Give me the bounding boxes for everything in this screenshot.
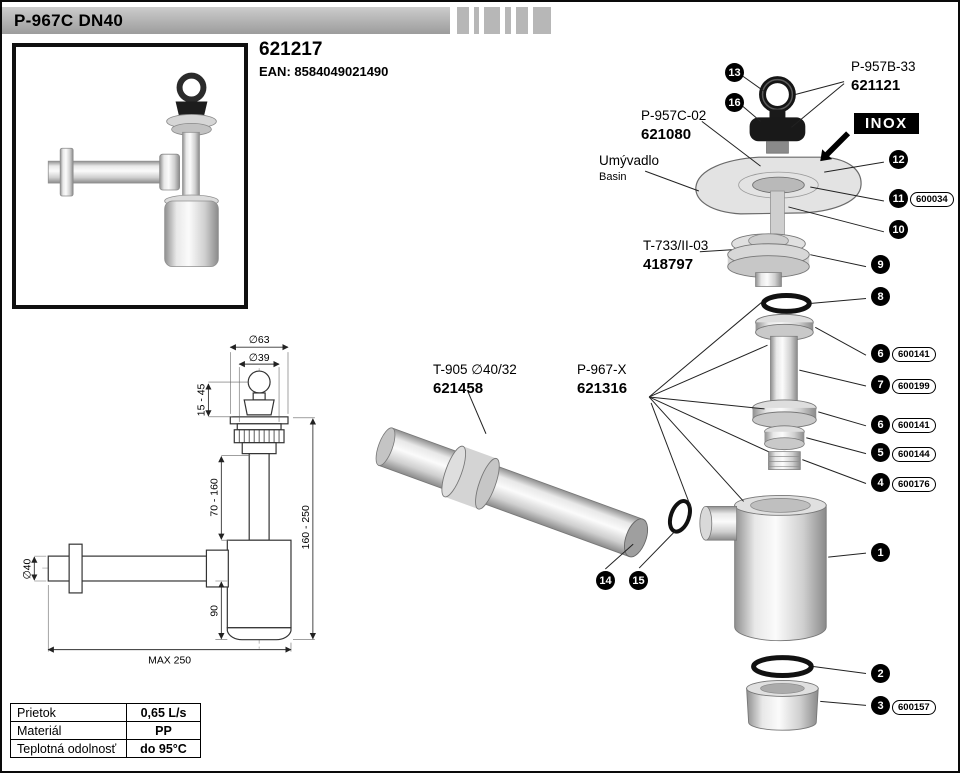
spec-label: Teplotná odolnosť: [10, 739, 127, 758]
product-code: 621217: [259, 39, 323, 60]
part-code: 621458: [433, 379, 484, 397]
part-code-box-600199: 600199: [892, 379, 936, 394]
basin-local-name: Umývadlo: [599, 153, 660, 168]
header-bar: P-967C DN40: [2, 7, 450, 34]
spec-label: Prietok: [10, 703, 127, 722]
product-code-block: 621217 EAN: 8584049021490: [259, 39, 388, 79]
part-code: 621316: [577, 379, 628, 397]
label-t905: T-905 ∅40/32 621458: [433, 361, 517, 398]
o-ring-2: [751, 655, 814, 678]
callout-7: 7: [871, 375, 890, 394]
part-code: 621080: [641, 125, 692, 143]
plug-ring-part: [749, 76, 806, 154]
callout-12: 12: [889, 150, 908, 169]
spec-value: 0,65 L/s: [126, 703, 201, 722]
label-p957c02: P-957C-02 621080: [641, 107, 706, 144]
part-name: P-957B-33: [851, 59, 916, 74]
dim-pipe-diameter: ∅40: [22, 559, 33, 580]
part-code: 418797: [643, 255, 694, 273]
label-p967x: P-967-X 621316: [577, 361, 627, 398]
label-p957b33: P-957B-33 621121: [851, 58, 916, 95]
label-basin: Umývadlo Basin: [599, 152, 659, 184]
callout-2: 2: [871, 664, 890, 683]
header-stripe: [484, 7, 500, 34]
part-code-box-600141a: 600141: [892, 347, 936, 362]
product-photo-frame: [12, 43, 248, 309]
part-code-box-600157: 600157: [892, 700, 936, 715]
product-photo-drawing: [47, 72, 219, 268]
header-stripe: [533, 7, 551, 34]
callout-14: 14: [596, 571, 615, 590]
dim-body-height: 90: [209, 605, 220, 617]
header-stripe: [505, 7, 511, 34]
callout-8: 8: [871, 287, 890, 306]
dim-top-outer: ∅63: [249, 335, 270, 346]
table-row: Teplotná odolnosť do 95°C: [10, 739, 201, 758]
header-stripe: [516, 7, 528, 34]
inox-arrow: [820, 131, 851, 162]
part-name: P-967-X: [577, 362, 627, 377]
bottom-nut-part: [746, 680, 819, 731]
callout-11: 11: [889, 189, 908, 208]
label-t733: T-733/II-03 418797: [643, 237, 708, 274]
callout-4: 4: [871, 473, 890, 492]
dim-top-inner: ∅39: [249, 353, 270, 364]
header-stripe: [457, 7, 469, 34]
page-title: P-967C DN40: [14, 10, 124, 30]
part-code-box-600176: 600176: [892, 477, 936, 492]
wall-pipe-part: [375, 427, 649, 558]
dim-plug-travel: 15 - 45: [196, 383, 207, 416]
product-ean: EAN: 8584049021490: [259, 64, 389, 79]
part-code: 621121: [851, 76, 901, 94]
dim-tube-range: 70 - 160: [209, 478, 220, 516]
callout-13: 13: [725, 63, 744, 82]
trap-body-part: [699, 494, 827, 642]
part-code-box-600141b: 600141: [892, 418, 936, 433]
header-stripes: [457, 7, 551, 34]
callout-10: 10: [889, 220, 908, 239]
table-row: Materiál PP: [10, 721, 201, 740]
connector-lines: [467, 74, 885, 706]
callout-15: 15: [629, 571, 648, 590]
callout-1: 1: [871, 543, 890, 562]
tailpipe-parts: [752, 313, 817, 470]
dim-total-range: 160 - 250: [301, 505, 312, 549]
inox-badge: INOX: [854, 113, 919, 134]
basin-english-name: Basin: [599, 170, 627, 183]
callout-16: 16: [725, 93, 744, 112]
callout-3: 3: [871, 696, 890, 715]
spec-label: Materiál: [10, 721, 127, 740]
part-name: T-733/II-03: [643, 238, 709, 253]
spec-value: do 95°C: [126, 739, 201, 758]
o-ring-8: [761, 292, 812, 314]
part-name: P-957C-02: [641, 108, 707, 123]
dim-max-length: MAX 250: [148, 656, 191, 667]
table-row: Prietok 0,65 L/s: [10, 703, 201, 722]
dimension-drawing: ∅63 ∅39 15 - 45 70 - 160 160 - 250 90 ∅4…: [22, 335, 317, 667]
callout-9: 9: [871, 255, 890, 274]
spec-value: PP: [126, 721, 201, 740]
part-code-box-600144: 600144: [892, 447, 936, 462]
exploded-diagram: [375, 76, 862, 731]
spec-table: Prietok 0,65 L/s Materiál PP Teplotná od…: [10, 703, 201, 758]
callout-6a: 6: [871, 344, 890, 363]
part-code-box-600034: 600034: [910, 192, 954, 207]
callout-5: 5: [871, 443, 890, 462]
part-name: T-905 ∅40/32: [433, 362, 517, 377]
header-stripe: [474, 7, 479, 34]
callout-6b: 6: [871, 415, 890, 434]
drain-flange-part: [727, 233, 810, 287]
basin-part: [695, 156, 862, 236]
